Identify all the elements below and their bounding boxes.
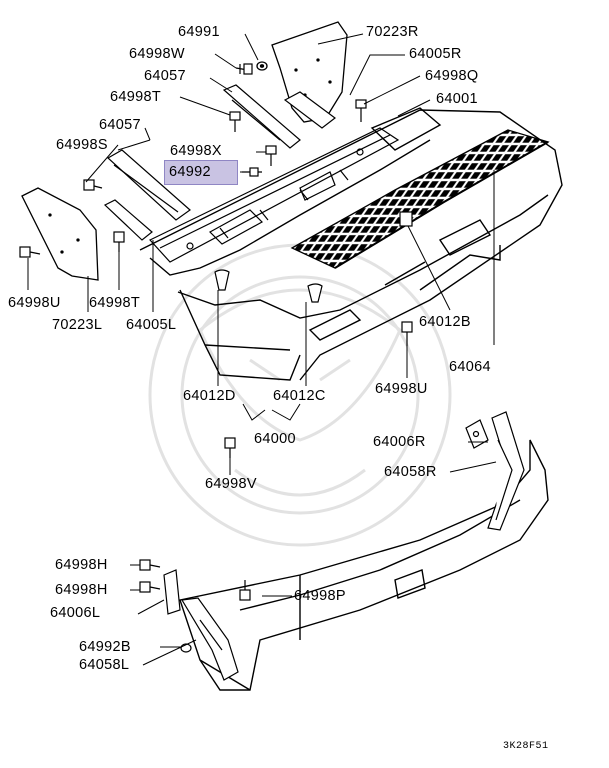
figure-code: 3K28F51: [503, 741, 549, 752]
label-64991: 64991: [178, 24, 220, 40]
bolt-64998t-upper: [229, 111, 241, 132]
bracket-64006l: [163, 569, 181, 615]
label-64998h-a: 64998H: [55, 557, 108, 573]
label-64992b: 64992B: [79, 639, 131, 655]
rear-bumper-cover: [179, 439, 549, 691]
bracket-64058l: [181, 597, 239, 681]
bolt-64998s: [83, 179, 103, 191]
clip-64012c: [307, 283, 323, 303]
bracket-64057-upper: [222, 84, 301, 149]
rear-bumper-upper: [139, 107, 563, 381]
bolt-64998w: [235, 63, 253, 75]
label-64998v: 64998V: [205, 476, 257, 492]
step-pad: [290, 129, 550, 269]
label-64998p: 64998P: [294, 588, 346, 604]
clip-64012d: [214, 269, 230, 291]
label-64998t-a: 64998T: [110, 89, 161, 105]
label-64006l: 64006L: [50, 605, 101, 621]
label-64998s: 64998S: [56, 137, 108, 153]
label-64005l: 64005L: [126, 317, 177, 333]
label-70223l: 70223L: [52, 317, 103, 333]
label-64998q: 64998Q: [425, 68, 479, 84]
label-64064: 64064: [449, 359, 491, 375]
label-64998t-b: 64998T: [89, 295, 140, 311]
label-64058r: 64058R: [384, 464, 437, 480]
bolt-64998h-a: [139, 559, 161, 571]
label-64998h-b: 64998H: [55, 582, 108, 598]
bracket-64005l: [103, 199, 153, 241]
bolt-64998h-b: [139, 581, 161, 593]
bracket-64058r: [487, 411, 525, 531]
bolt-64998q: [355, 99, 367, 122]
label-64057-b: 64057: [99, 117, 141, 133]
label-64012b: 64012B: [419, 314, 471, 330]
mud-flap-left: [21, 187, 99, 281]
label-64058l: 64058L: [79, 657, 130, 673]
bolt-64998x: [265, 145, 277, 166]
bracket-64005r: [283, 91, 336, 129]
washer-64991: [256, 61, 268, 71]
bolt-64998p: [239, 580, 251, 601]
label-64057-a: 64057: [144, 68, 186, 84]
label-64998u-a: 64998U: [8, 295, 61, 311]
label-64998u-b: 64998U: [375, 381, 428, 397]
bolt-64998t-lower: [113, 231, 125, 252]
highlight-64992: [164, 160, 238, 185]
reinforcement-64001: [149, 127, 400, 263]
bracket-64057-lower: [106, 149, 191, 221]
bolt-64998u-left: [19, 246, 41, 258]
label-64001: 64001: [436, 91, 478, 107]
label-64992: 64992: [169, 164, 211, 180]
label-64005r: 64005R: [409, 46, 462, 62]
bracket-64006r: [465, 419, 489, 449]
label-70223r: 70223R: [366, 24, 419, 40]
label-64012d: 64012D: [183, 388, 236, 404]
bolt-64998v: [224, 437, 236, 458]
label-64000: 64000: [254, 431, 296, 447]
label-64012c: 64012C: [273, 388, 326, 404]
label-64998x: 64998X: [170, 143, 222, 159]
leader-lines: [27, 33, 497, 666]
clip-64012b: [399, 211, 413, 227]
label-64006r: 64006R: [373, 434, 426, 450]
bolt-64998u-right: [401, 321, 413, 346]
fasteners: [19, 63, 413, 653]
label-64998w: 64998W: [129, 46, 185, 62]
